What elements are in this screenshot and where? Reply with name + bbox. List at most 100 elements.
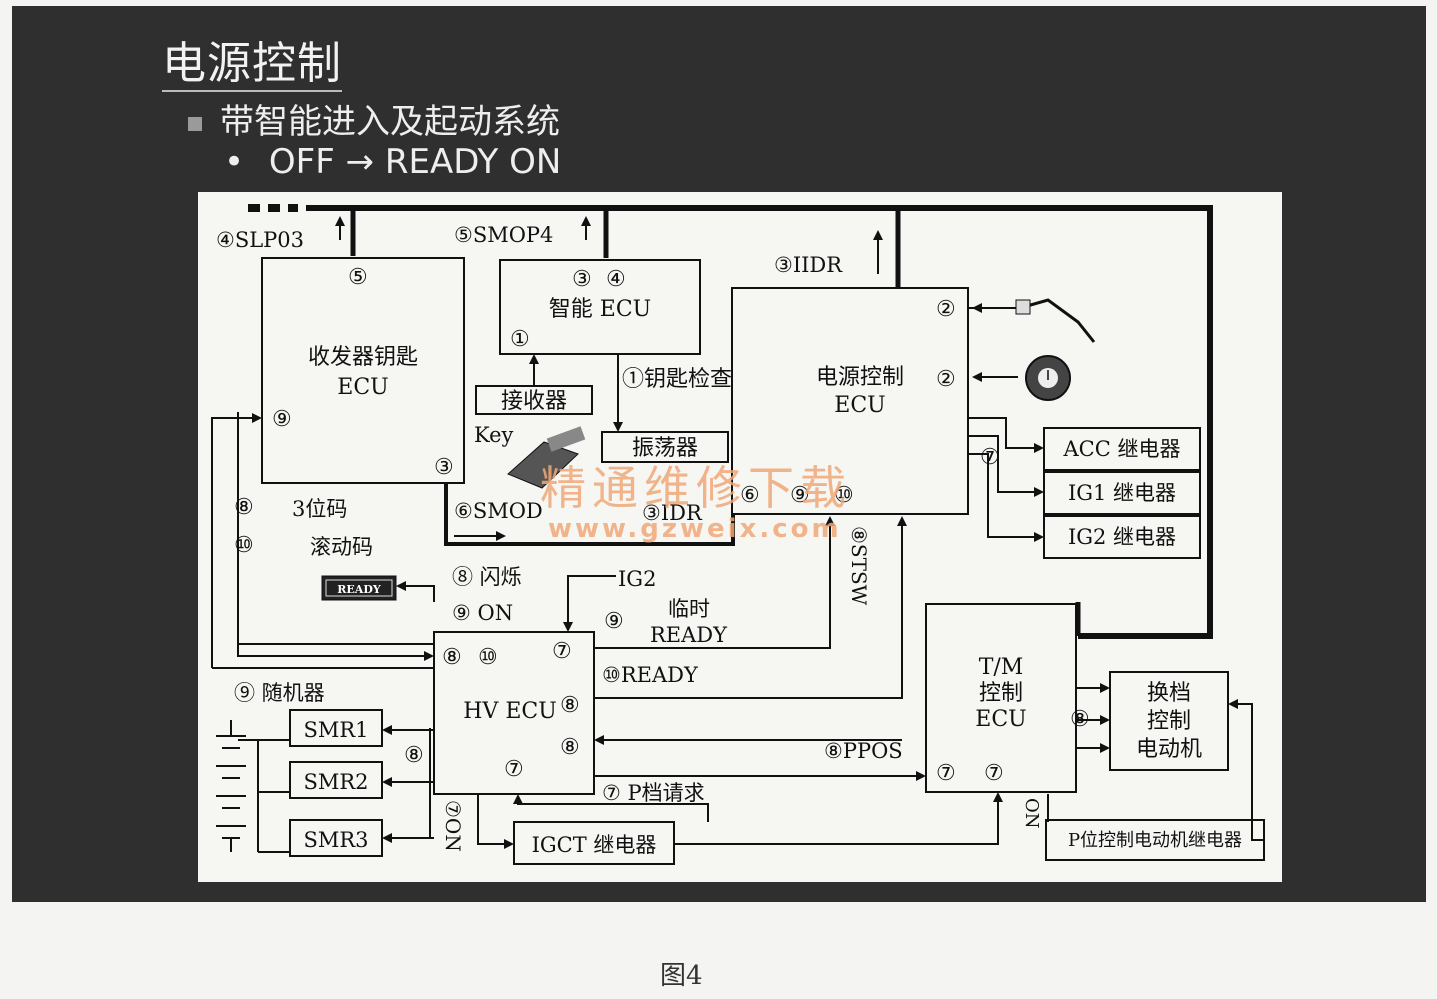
smr3-label: SMR3: [303, 828, 368, 852]
signal-immobilizer: ⑨ 随机器: [234, 681, 325, 705]
dot-bullet-icon: •: [224, 142, 245, 182]
battery-icon: [216, 720, 246, 852]
signal-smop4: ⑤SMOP4: [454, 223, 553, 247]
pin-8-hv-right: ⑧: [560, 693, 580, 718]
pin-10-hv: ⑩: [478, 645, 498, 670]
slide-title: 电源控制: [162, 38, 342, 92]
power-control-diagram: 收发器钥匙 ECU 智能 ECU 电源控制 ECU 接收器 振荡器 HV ECU…: [198, 192, 1282, 886]
signal-smod: ⑥SMOD: [454, 499, 543, 523]
p-motor-relay-label: P位控制电动机继电器: [1068, 830, 1242, 851]
shift-motor-label-2: 控制: [1147, 709, 1191, 734]
power-button-icon: [1025, 355, 1071, 401]
signal-lines: [211, 216, 1264, 853]
tm-ecu-block: [925, 603, 1077, 793]
oscillator-block: [601, 431, 729, 463]
igct-relay-label: IGCT 继电器: [532, 833, 657, 857]
smr1-label: SMR1: [303, 718, 368, 742]
pin-numbers: ⑤ ③ ④ ① ② ② ⑨ ③ ⑦ ⑥ ⑨ ⑩ ⑧ ⑩ ⑨ ⑦ ⑧ ⑩ ⑧ ⑧ …: [234, 265, 1090, 786]
label-rolling-code: 滚动码: [310, 535, 373, 559]
signal-slp03: ④SLP03: [216, 228, 304, 252]
ig1-relay-block: [1043, 471, 1201, 515]
power-ecu-label-1: 电源控制: [816, 365, 904, 390]
signal-on-tm: ON: [1021, 798, 1042, 829]
bus-lines: [248, 204, 1213, 639]
pin-8-hv: ⑧: [442, 645, 462, 670]
pin-7-hv-top: ⑦: [552, 639, 572, 664]
pin-6-power: ⑥: [740, 483, 760, 508]
bullet-level1-text: 带智能进入及起动系统: [220, 102, 560, 142]
smr3-block: [289, 819, 383, 857]
label-3bit-code: 3位码: [292, 497, 347, 521]
signal-idr: ③IDR: [642, 501, 703, 525]
pin-9-transponder: ⑨: [272, 407, 292, 432]
square-bullet-icon: [188, 116, 202, 131]
ig2-relay-label: IG2 继电器: [1068, 525, 1176, 549]
signal-ppos: ⑧PPOS: [824, 739, 903, 763]
tm-ecu-label-1: T/M: [979, 655, 1024, 680]
pin-7-hv-bottom: ⑦: [504, 757, 524, 782]
watermark-url: www.gzweix.com: [548, 514, 842, 544]
pin-2b-power: ②: [936, 367, 956, 392]
brake-pedal-icon: [1015, 298, 1096, 343]
acc-relay-block: [1043, 427, 1201, 471]
power-ecu-label-2: ECU: [834, 393, 885, 418]
shift-motor-block: [1109, 671, 1229, 771]
pin-9-temp: ⑨: [604, 609, 624, 634]
signal-key-check: ①钥匙检查: [622, 367, 732, 392]
smr2-label: SMR2: [303, 770, 368, 794]
signal-p-request: ⑦ P档请求: [602, 781, 705, 805]
pin-8-smr: ⑧: [404, 743, 424, 768]
pin-10-left: ⑩: [234, 533, 254, 558]
pin-7-power: ⑦: [980, 445, 1000, 470]
bullet-level2-text: OFF → READY ON: [268, 142, 562, 182]
p-motor-relay-block: [1045, 819, 1265, 861]
label-temp-ready: READY: [650, 623, 728, 647]
pin-7-tm-left: ⑦: [936, 761, 956, 786]
transponder-ecu-block: [261, 257, 465, 484]
transponder-ecu-label-1: 收发器钥匙: [308, 345, 418, 370]
bullet-level2: • OFF → READY ON: [224, 142, 561, 182]
figure-caption: 图4: [660, 961, 703, 991]
power-ecu-block: [731, 287, 969, 515]
pin-4-smart: ④: [606, 267, 626, 292]
pin-2a-power: ②: [936, 297, 956, 322]
smr2-block: [289, 761, 383, 799]
signal-blink: ⑧ 闪烁: [452, 565, 522, 589]
hv-ecu-label: HV ECU: [463, 699, 557, 724]
ig2-relay-block: [1043, 515, 1201, 559]
signal-on7: ⑦ON: [441, 800, 465, 852]
shift-motor-label-1: 换档: [1147, 681, 1191, 706]
smart-ecu-block: [499, 259, 701, 355]
signal-key: Key: [474, 423, 514, 447]
acc-relay-label: ACC 继电器: [1063, 437, 1181, 461]
pin-8-left: ⑧: [234, 495, 254, 520]
ig1-relay-label: IG1 继电器: [1068, 481, 1176, 505]
pin-1-smart: ①: [510, 327, 530, 352]
signal-ready10: ⑩READY: [602, 663, 699, 687]
tm-ecu-label-3: ECU: [975, 707, 1026, 732]
label-temp: 临时: [668, 597, 710, 621]
pin-10-power: ⑩: [834, 483, 854, 508]
watermark-cn: 精通维修下载: [540, 461, 852, 515]
tm-ecu-label-2: 控制: [979, 681, 1023, 706]
pin-8-hv-right2: ⑧: [560, 735, 580, 760]
oscillator-label: 振荡器: [632, 436, 698, 461]
bullet-level1: 带智能进入及起动系统: [188, 94, 560, 143]
pin-7-tm-right: ⑦: [984, 761, 1004, 786]
diagram-svg: 收发器钥匙 ECU 智能 ECU 电源控制 ECU 接收器 振荡器 HV ECU…: [198, 192, 1282, 882]
signal-iidr: ③IIDR: [774, 253, 843, 277]
blocks: [261, 257, 1265, 865]
pin-8-tm: ⑧: [1070, 707, 1090, 732]
receiver-label: 接收器: [501, 389, 567, 414]
pin-5-transponder: ⑤: [348, 265, 368, 290]
signal-ststs: ⑧STSW: [847, 526, 871, 606]
pin-3-transponder: ③: [434, 455, 454, 480]
pin-3-smart: ③: [572, 267, 592, 292]
signal-on: ⑨ ON: [452, 601, 513, 625]
key-fob-icon: [507, 426, 586, 489]
transponder-ecu-label-2: ECU: [337, 375, 388, 400]
shift-motor-label-3: 电动机: [1136, 737, 1202, 762]
pin-9-power: ⑨: [790, 483, 810, 508]
smart-ecu-label: 智能 ECU: [549, 297, 651, 322]
hv-ecu-block: [433, 631, 595, 795]
